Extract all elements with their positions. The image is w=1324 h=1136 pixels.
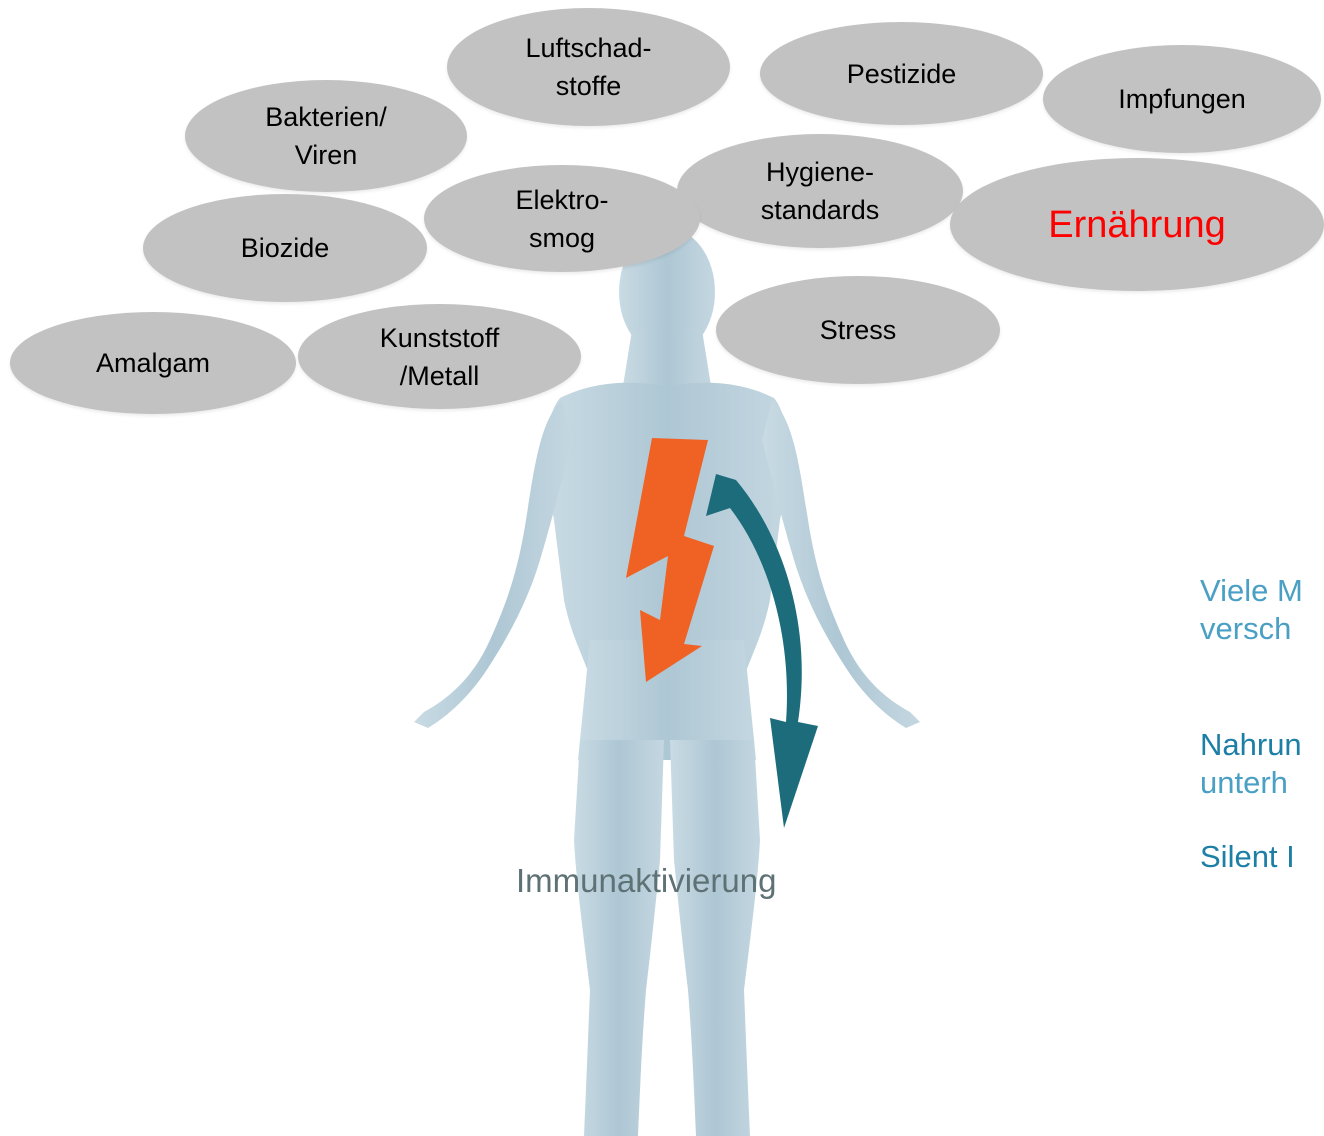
bubble-label: Stress — [820, 311, 897, 349]
bubble-kunststoff-metall: Kunststoff /Metall — [298, 304, 581, 409]
bubble-ernaehrung: Ernährung — [950, 158, 1324, 291]
bubble-label: Impfungen — [1118, 80, 1246, 118]
bubble-label: Bakterien/ Viren — [265, 98, 387, 174]
bubble-label: Luftschad- stoffe — [525, 29, 651, 105]
side-text-line: unterh — [1200, 764, 1302, 802]
bubble-label: Pestizide — [847, 55, 957, 93]
bubble-elektrosmog: Elektro- smog — [424, 165, 700, 272]
side-text-line: Viele M — [1200, 572, 1303, 610]
bubble-impfungen: Impfungen — [1043, 45, 1321, 153]
bubble-label: Ernährung — [1048, 203, 1225, 247]
bubble-label: Elektro- smog — [515, 181, 608, 257]
side-text-block-3: Silent I — [1200, 838, 1295, 876]
bubble-luftschadstoffe: Luftschad- stoffe — [447, 8, 730, 126]
immunaktivierung-label: Immunaktivierung — [516, 862, 776, 900]
bubble-bakterien-viren: Bakterien/ Viren — [185, 80, 467, 192]
side-text-line: Nahrun — [1200, 726, 1302, 764]
side-text-block-1: Viele M versch — [1200, 572, 1303, 648]
bubble-label: Biozide — [241, 229, 330, 267]
bubble-pestizide: Pestizide — [760, 22, 1043, 125]
bubble-label: Amalgam — [96, 344, 210, 382]
bubble-amalgam: Amalgam — [10, 312, 296, 414]
bubble-hygienestandards: Hygiene- standards — [677, 134, 963, 248]
side-text-line: Silent I — [1200, 838, 1295, 876]
side-text-block-2: Nahrun unterh — [1200, 726, 1302, 802]
bubble-label: Kunststoff /Metall — [380, 319, 500, 395]
side-text-line: versch — [1200, 610, 1303, 648]
bubble-stress: Stress — [716, 276, 1000, 384]
bubble-biozide: Biozide — [143, 194, 427, 302]
bubble-label: Hygiene- standards — [761, 153, 880, 229]
